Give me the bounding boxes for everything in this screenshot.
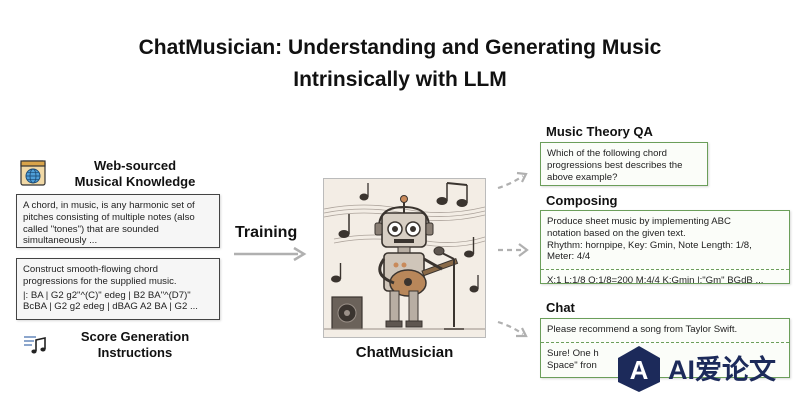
title-line-1: ChatMusician: Understanding and Generati… xyxy=(138,36,662,59)
web-sourced-title: Web-sourced Musical Knowledge xyxy=(74,158,196,189)
training-label: Training xyxy=(235,224,298,241)
watermark-logo: A AI爱论文 xyxy=(612,340,800,400)
training-arrow xyxy=(234,246,307,262)
chatmusician-label: ChatMusician xyxy=(355,344,454,361)
web-knowledge-box: A chord, in music, is any harmonic set o… xyxy=(16,194,220,248)
logo-mark-icon: A xyxy=(618,346,660,392)
title-line-2: Intrinsically with LLM xyxy=(293,68,507,91)
score-generation-title: Score Generation Instructions xyxy=(80,329,190,360)
music-theory-qa-box: Which of the following chord progression… xyxy=(540,142,708,186)
svg-text:A: A xyxy=(630,355,649,385)
chatmusician-illustration xyxy=(323,178,486,338)
figure-title: ChatMusician: Understanding and Generati… xyxy=(0,32,800,96)
arrow-to-chat xyxy=(497,320,528,338)
arrow-to-qa xyxy=(497,171,528,190)
web-globe-icon xyxy=(20,160,46,186)
composing-box: Produce sheet music by implementing ABC … xyxy=(540,210,790,284)
music-theory-qa-title: Music Theory QA xyxy=(546,124,653,139)
logo-text: AI爱论文 xyxy=(668,355,776,385)
composing-title: Composing xyxy=(546,193,618,208)
composing-divider xyxy=(541,269,789,271)
score-generation-box: Construct smooth-flowing chord progressi… xyxy=(16,258,220,320)
arrow-to-composing xyxy=(498,243,529,257)
chat-box: Please recommend a song from Taylor Swif… xyxy=(540,318,790,378)
score-music-icon xyxy=(22,331,48,357)
chat-title: Chat xyxy=(546,300,575,315)
chat-divider xyxy=(541,341,789,343)
